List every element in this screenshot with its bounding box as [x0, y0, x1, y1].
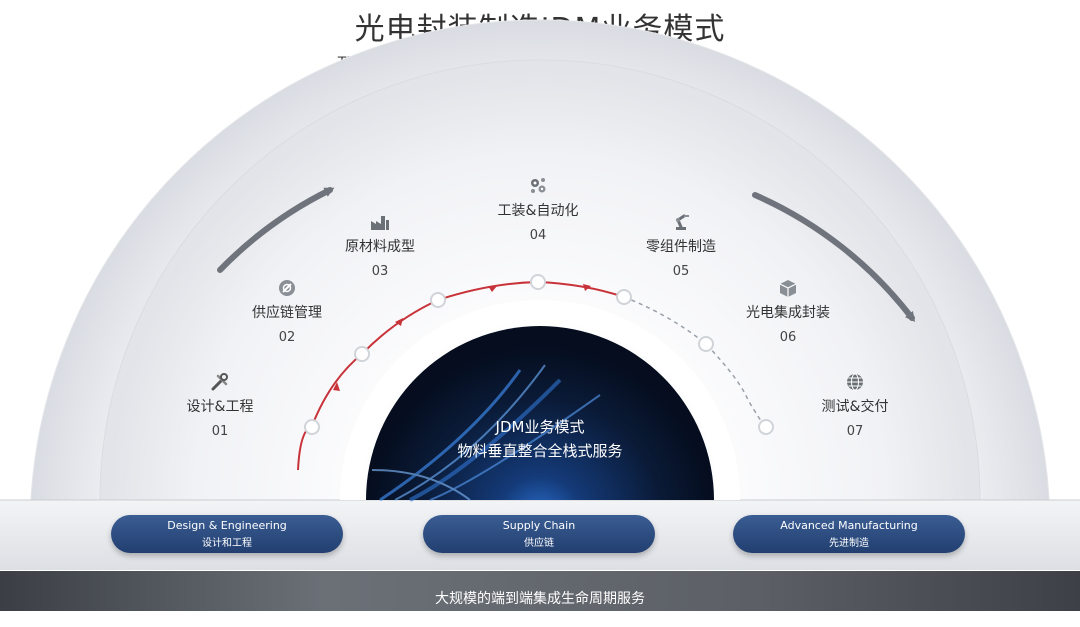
stage-raw-material: 原材料成型 03	[320, 212, 440, 279]
pillar-english-label: Supply Chain	[502, 519, 576, 532]
stage-optoelectronic-packaging: 光电集成封装 06	[728, 278, 848, 345]
stage-number: 02	[278, 330, 296, 345]
core-dome	[366, 326, 714, 500]
pillar-design-engineering: Design & Engineering 设计和工程	[111, 515, 343, 553]
progress-arrowheads	[333, 284, 591, 391]
stage-component-manufacturing: 零组件制造 05	[621, 212, 741, 279]
link-icon	[279, 280, 295, 296]
tools-icon	[211, 373, 228, 391]
stage-testing-delivery: 测试&交付 07	[795, 372, 915, 439]
pillar-supply-chain: Supply Chain 供应链	[423, 515, 655, 553]
stage-label: 设计&工程	[186, 399, 254, 415]
stage-label: 工装&自动化	[497, 203, 579, 219]
progress-path-remaining	[623, 296, 767, 429]
package-icon	[779, 280, 797, 297]
globe-icon	[847, 373, 863, 391]
robot-arm-icon	[676, 214, 689, 230]
outer-arrow-right	[752, 192, 916, 322]
stage-label: 原材料成型	[345, 239, 415, 255]
stage-number: 05	[672, 264, 690, 279]
gears-icon	[531, 178, 546, 193]
stage-supply-chain: 供应链管理 02	[227, 278, 347, 345]
pillar-advanced-manufacturing: Advanced Manufacturing 先进制造	[733, 515, 965, 553]
stage-design-engineering: 设计&工程 01	[160, 372, 280, 439]
pillar-chinese-label: 供应链	[524, 538, 554, 549]
stage-tooling-automation: 工装&自动化 04	[478, 176, 598, 243]
stage-label: 供应链管理	[252, 305, 322, 321]
stage-number: 03	[371, 264, 389, 279]
stage-label: 零组件制造	[646, 239, 716, 255]
pillar-chinese-label: 设计和工程	[202, 538, 252, 549]
stage-number: 04	[529, 228, 547, 243]
stage-label: 测试&交付	[821, 399, 889, 415]
stage-number: 07	[846, 424, 864, 439]
stage-label: 光电集成封装	[746, 305, 830, 321]
stage-number: 06	[779, 330, 797, 345]
pillar-english-label: Design & Engineering	[167, 519, 287, 532]
stage-number: 01	[211, 424, 229, 439]
core-light-streaks	[371, 364, 601, 502]
pillar-chinese-label: 先进制造	[829, 538, 869, 549]
outer-arrow-left	[217, 187, 335, 273]
factory-icon	[371, 216, 389, 230]
core-subtitle: 物料垂直整合全栈式服务	[457, 442, 623, 460]
progress-nodes	[304, 274, 774, 435]
core-title: JDM业务模式	[495, 418, 585, 436]
footer-banner: 大规模的端到端集成生命周期服务	[0, 571, 1080, 611]
pillar-english-label: Advanced Manufacturing	[780, 519, 918, 532]
